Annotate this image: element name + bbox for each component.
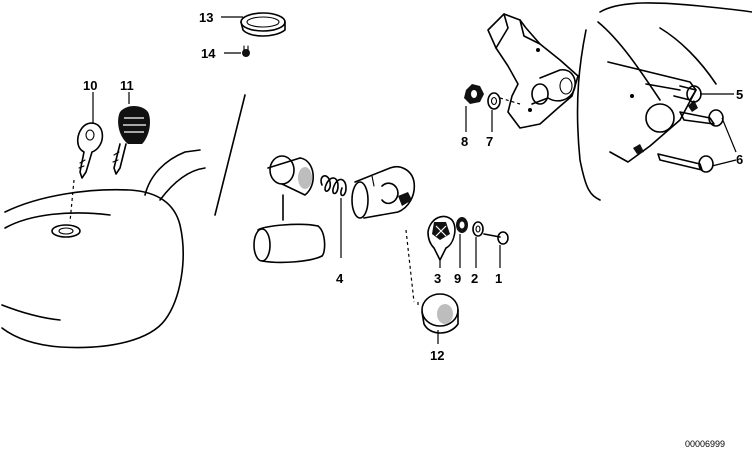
seat-outline — [1, 149, 206, 349]
callout-7: 7 — [486, 134, 493, 149]
cam-plate-part-3[interactable] — [427, 215, 456, 261]
key-axis — [69, 179, 75, 223]
callout-3: 3 — [434, 271, 441, 286]
washer-part-7[interactable] — [487, 92, 501, 110]
callout-4: 4 — [336, 271, 344, 286]
screw-part-1[interactable] — [483, 231, 509, 245]
callout-10: 10 — [83, 78, 97, 93]
key-part-10[interactable] — [76, 122, 104, 179]
callout-11: 11 — [120, 78, 134, 93]
callout-1: 1 — [495, 271, 502, 286]
callout-5: 5 — [736, 87, 743, 102]
callout-13: 13 — [199, 10, 213, 25]
callout-6: 6 — [736, 152, 743, 167]
keyhole-bezel — [51, 224, 81, 238]
screw-part-14[interactable] — [242, 45, 250, 57]
key-part-11[interactable] — [112, 106, 150, 175]
lock-nut-part-12[interactable] — [417, 293, 459, 334]
washer-part-9[interactable] — [456, 217, 468, 233]
lock-housing-tube — [253, 155, 326, 264]
lock-bracket — [487, 13, 579, 129]
cylinder-axis — [405, 229, 415, 303]
lock-cylinder — [351, 166, 416, 219]
callout-12: 12 — [430, 348, 444, 363]
callout-2: 2 — [471, 271, 478, 286]
bolt-part-5[interactable] — [645, 83, 702, 103]
trim-ring-part-13[interactable] — [240, 12, 286, 37]
section-cut-line — [214, 94, 246, 216]
bolts-part-6[interactable] — [657, 109, 724, 173]
callout-9: 9 — [454, 271, 461, 286]
nut-part-8[interactable] — [464, 84, 484, 104]
diagram-id: 00006999 — [685, 439, 725, 449]
callout-8: 8 — [461, 134, 468, 149]
spring-part-4[interactable] — [320, 175, 347, 197]
fender-panel — [576, 2, 752, 201]
washer-part-2[interactable] — [472, 221, 484, 237]
callout-14: 14 — [201, 46, 216, 61]
leader-6 — [711, 117, 737, 167]
